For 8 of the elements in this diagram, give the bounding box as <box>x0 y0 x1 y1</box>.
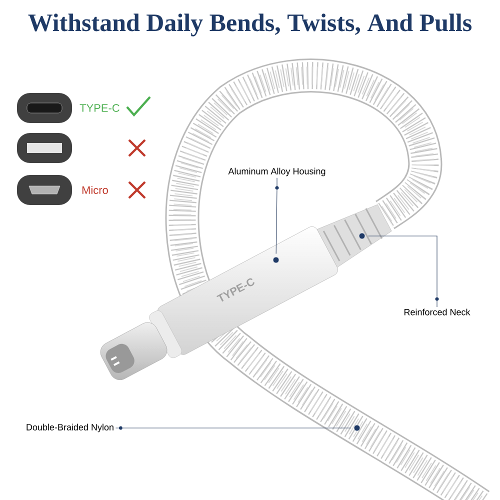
title: Withstand Daily Bends, Twists, And Pulls <box>28 14 472 36</box>
leader-line <box>368 236 438 308</box>
leader-line <box>276 178 278 254</box>
type-label: Micro <box>82 186 108 194</box>
callout-text: Double-Braided Nylon <box>26 424 114 432</box>
type-label: TYPE-C <box>80 104 120 112</box>
callout-text: Reinforced Neck <box>404 308 470 316</box>
callout-text: Aluminum Alloy Housing <box>228 168 326 176</box>
